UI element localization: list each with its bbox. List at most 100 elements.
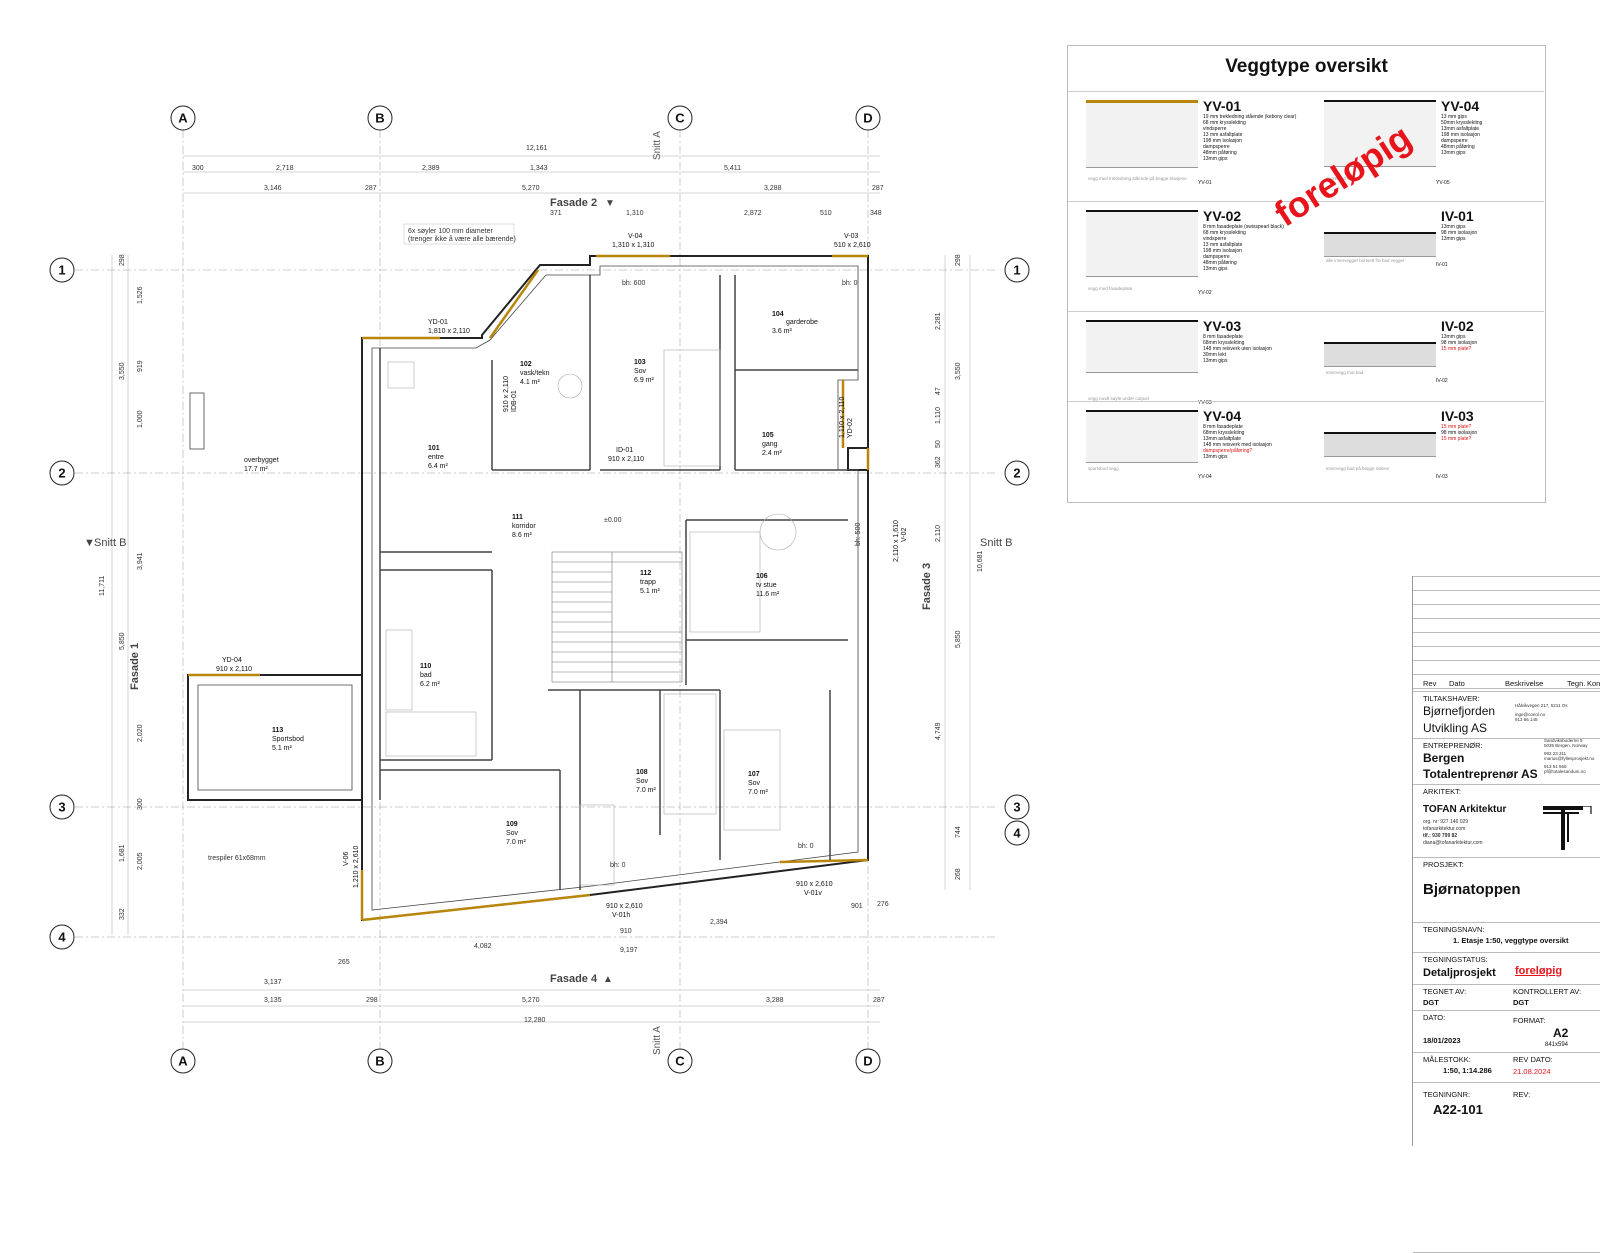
date-label: DATO: (1423, 1013, 1446, 1022)
drawing-name: 1. Etasje 1:50, veggtype oversikt (1453, 936, 1569, 945)
trespiler-note: trespiler 61x68mm (208, 855, 266, 862)
grid-bubble-D-bottom: D (855, 1048, 881, 1074)
room-label-103: 103 Sov 6.9 m² (634, 359, 655, 384)
dimension-lines (111, 155, 971, 1023)
project-name: Bjørnatoppen (1423, 881, 1521, 898)
wall-section-graphic (1086, 210, 1198, 277)
svg-text:910 x 2,610: 910 x 2,610 (606, 903, 643, 910)
svg-text:47: 47 (935, 387, 942, 395)
svg-text:298: 298 (119, 254, 126, 266)
svg-text:287: 287 (873, 997, 885, 1004)
room-label-104: 104 garderobe 3.6 m² (772, 311, 818, 335)
svg-text:V-02: V-02 (901, 527, 908, 542)
svg-text:300: 300 (192, 165, 204, 172)
description-header: Beskrivelse (1505, 679, 1544, 688)
scale-label: MÅLESTOKK: (1423, 1055, 1471, 1064)
svg-text:3,137: 3,137 (264, 979, 282, 986)
svg-text:50: 50 (935, 440, 942, 448)
svg-text:298: 298 (366, 997, 378, 1004)
svg-text:105: 105 (762, 432, 774, 439)
svg-text:7.0 m²: 7.0 m² (636, 787, 657, 794)
wall-type-layers: 15 mm plate?98 mm isolasjon 15 mm plate? (1441, 424, 1478, 442)
rev-date-value: 21.08.2024 (1513, 1067, 1551, 1076)
wall-section-graphic (1324, 432, 1436, 457)
drawing-name-label: TEGNINGSNAVN: (1423, 925, 1485, 934)
stair-element (551, 551, 683, 683)
legend-cell-iv03: IV-03 15 mm plate?98 mm isolasjon 15 mm … (1306, 401, 1544, 502)
grid-bubble-B-bottom: B (367, 1048, 393, 1074)
svg-text:5,850: 5,850 (955, 630, 962, 648)
facade-label-left: Fasade 1 (129, 643, 141, 690)
svg-text:744: 744 (955, 826, 962, 838)
wall-type-note: sportsbod vegg (1088, 466, 1119, 471)
svg-text:B: B (375, 1054, 384, 1069)
svg-text:2.4 m²: 2.4 m² (762, 450, 783, 457)
room-label-105: 105 gang 2.4 m² (762, 432, 783, 457)
svg-text:1,310 x 1,310: 1,310 x 1,310 (612, 242, 655, 249)
legend-cell-yv01: YV-01 19 mm trekledning stående (kebony … (1068, 91, 1306, 202)
svg-text:D: D (863, 1054, 872, 1069)
svg-text:371: 371 (550, 210, 562, 217)
svg-text:3: 3 (1013, 800, 1020, 815)
status-label: TEGNINGSTATUS: (1423, 955, 1488, 964)
svg-text:910 x 2,110: 910 x 2,110 (503, 376, 510, 412)
status-value: Detaljprosjekt (1423, 967, 1496, 979)
wall-type-code: YV-03 (1198, 400, 1212, 406)
svg-text:YD-04: YD-04 (222, 657, 242, 664)
svg-text:2,005: 2,005 (137, 852, 144, 870)
svg-text:2,389: 2,389 (422, 165, 440, 172)
rev-label: REV: (1513, 1090, 1531, 1099)
wall-type-layers: 19 mm trekledning stående (kebony clear)… (1203, 114, 1297, 162)
svg-text:2: 2 (1013, 466, 1020, 481)
architect-label: ARKITEKT: (1423, 787, 1461, 796)
grid-bubble-4-right: 4 (1004, 820, 1030, 846)
svg-text:Sov: Sov (634, 368, 647, 375)
svg-text:3: 3 (58, 800, 65, 815)
svg-text:2,718: 2,718 (276, 165, 294, 172)
svg-text:10,681: 10,681 (977, 550, 984, 572)
svg-text:IDB-01: IDB-01 (511, 390, 518, 412)
wall-type-note: vegg rundt søyle under carport (1088, 396, 1150, 401)
svg-text:3.6 m²: 3.6 m² (772, 328, 793, 335)
grid-bubble-A-bottom: A (170, 1048, 196, 1074)
facade-label-right: Fasade 3 (921, 563, 933, 610)
wall-type-code: YV-02 (1198, 290, 1212, 296)
svg-text:Sov: Sov (636, 778, 649, 785)
svg-text:7.0 m²: 7.0 m² (506, 839, 527, 846)
facade-label-bottom: Fasade 4 (550, 973, 598, 985)
wall-type-name: IV-02 (1441, 318, 1474, 334)
svg-text:104: 104 (772, 311, 784, 318)
svg-text:bad: bad (420, 672, 432, 679)
svg-text:102: 102 (520, 361, 532, 368)
wall-type-note: innervegg bad på begge sidene (1326, 466, 1390, 471)
room-label-113: 113 Sportsbod 5.1 m² (272, 727, 304, 752)
svg-text:910: 910 (620, 928, 632, 935)
svg-text:V-06: V-06 (343, 851, 350, 866)
wall-type-layers: 8 mm fasadeplate (swisspearl black)68 mm… (1203, 224, 1284, 272)
svg-text:109: 109 (506, 821, 518, 828)
svg-text:A: A (178, 1054, 188, 1069)
room-label-108: 108 Sov 7.0 m² (636, 769, 657, 794)
svg-text:12,280: 12,280 (524, 1017, 546, 1024)
svg-text:tv stue: tv stue (756, 582, 777, 589)
grid-lines (75, 130, 995, 1050)
svg-text:bh: 0: bh: 0 (610, 862, 626, 869)
wall-type-code: IV-03 (1436, 474, 1448, 480)
svg-text:4.1 m²: 4.1 m² (520, 379, 541, 386)
svg-text:3,288: 3,288 (764, 185, 782, 192)
svg-text:901: 901 (851, 903, 863, 910)
svg-text:B: B (375, 111, 384, 126)
svg-text:entre: entre (428, 454, 444, 461)
rev-header: Rev (1423, 679, 1437, 688)
svg-text:Sov: Sov (748, 780, 761, 787)
architect-logo (1543, 806, 1592, 850)
format-size: 841x594 (1545, 1042, 1569, 1048)
section-label-b-left: ▼ (84, 537, 95, 549)
svg-text:3,135: 3,135 (264, 997, 282, 1004)
client-label: TILTAKSHAVER: (1423, 694, 1480, 703)
svg-text:919: 919 (137, 360, 144, 372)
svg-text:1,110 x 2,110: 1,110 x 2,110 (839, 397, 846, 438)
svg-text:Sportsbod: Sportsbod (272, 736, 304, 743)
